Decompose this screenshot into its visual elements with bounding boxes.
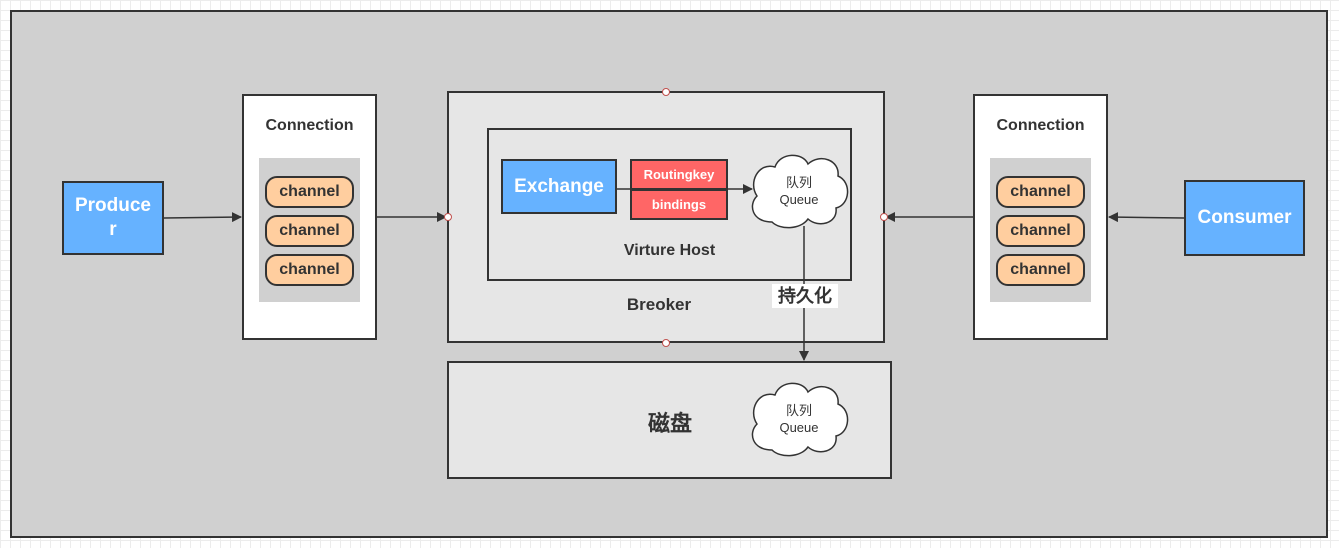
right-connection-title: Connection [996, 117, 1085, 134]
vhost-queue-label-line1: 队列 [785, 175, 812, 190]
vhost-queue-label: 队列 Queue [762, 174, 836, 208]
right-channel-1[interactable]: channel [996, 176, 1085, 208]
disk-queue-cloud[interactable] [751, 382, 849, 457]
left-connection-title: Connection [265, 117, 354, 134]
left-channel-3[interactable]: channel [265, 254, 354, 286]
producer-to-connection-arrow [163, 212, 242, 223]
left-channel-2[interactable]: channel [265, 215, 354, 247]
persistence-label: 持久化 [772, 284, 838, 308]
producer-label-line1: Produce [74, 195, 152, 216]
disk-label: 磁盘 [647, 411, 692, 436]
vhost-queue-cloud[interactable] [751, 154, 849, 229]
exchange-node[interactable]: Exchange [501, 159, 617, 214]
right-channel-2[interactable]: channel [996, 215, 1085, 247]
bindings-box[interactable]: bindings [630, 189, 728, 220]
vhost-queue-label-line2: Queue [779, 192, 819, 207]
right-channel-3[interactable]: channel [996, 254, 1085, 286]
broker-connection-point-bottom [662, 339, 670, 347]
disk-queue-label-line2: Queue [779, 420, 819, 435]
consumer-to-connection-arrow [1108, 212, 1185, 223]
producer-node[interactable]: Produce r [62, 181, 164, 255]
left-channel-1[interactable]: channel [265, 176, 354, 208]
disk-queue-label-line1: 队列 [785, 403, 812, 418]
broker-connection-point-right [880, 213, 888, 221]
broker-connection-point-top [662, 88, 670, 96]
broker-connection-point-left [444, 213, 452, 221]
consumer-node[interactable]: Consumer [1184, 180, 1305, 256]
disk-queue-label: 队列 Queue [762, 402, 836, 436]
broker-label: Breoker [626, 295, 692, 314]
producer-label-line2: r [109, 219, 117, 240]
virtual-host-label: Virture Host [623, 242, 716, 259]
